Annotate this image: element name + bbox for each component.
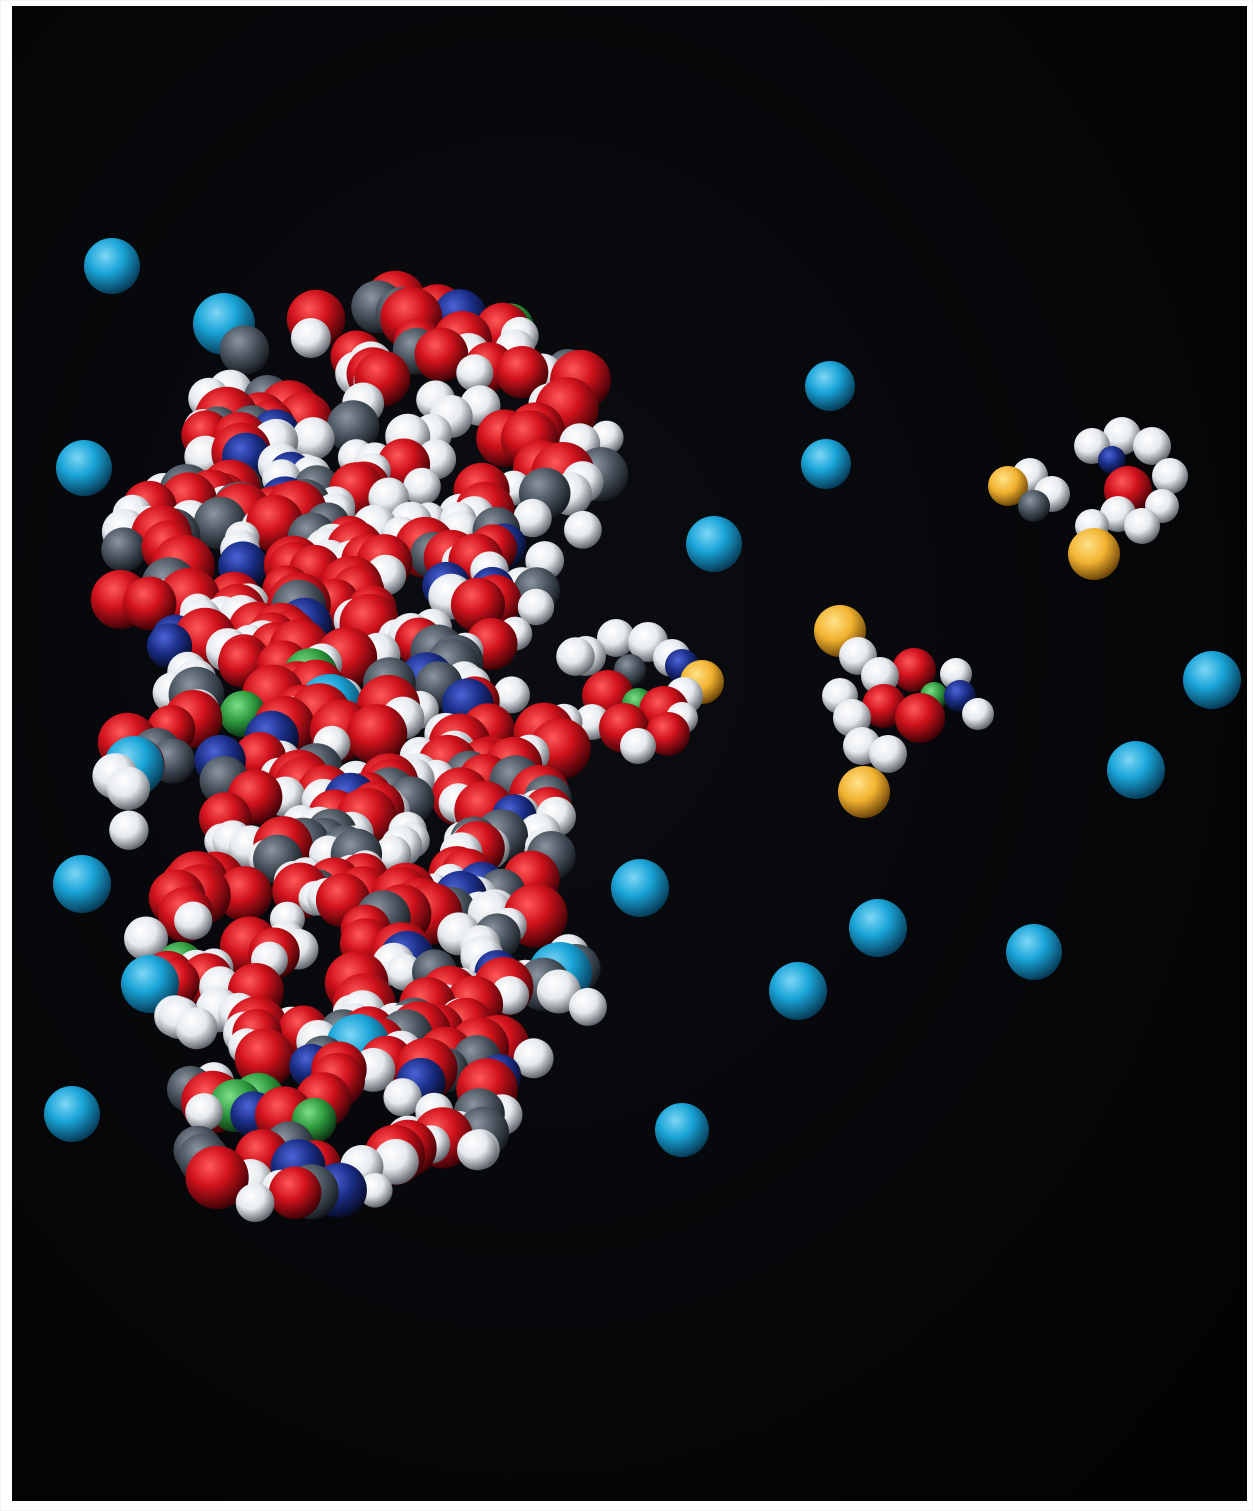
- sodium-ion: [1107, 741, 1165, 799]
- oxygen-atom: [646, 712, 690, 756]
- hydrogen-atom: [174, 901, 213, 940]
- hydrogen-atom: [568, 987, 607, 1026]
- hydrogen-atom: [1133, 427, 1171, 465]
- hydrogen-atom: [1103, 417, 1141, 455]
- oxygen-atom: [216, 866, 273, 922]
- hydrogen-atom: [620, 728, 656, 764]
- oxygen-atom: [268, 1166, 322, 1220]
- sulfur-atom: [1068, 528, 1120, 580]
- carbon-atom: [326, 400, 380, 453]
- hydrogen-atom: [290, 318, 331, 358]
- hydrogen-atom: [513, 1038, 554, 1079]
- sodium-ion: [1183, 651, 1241, 709]
- oxygen-atom: [495, 346, 549, 399]
- hydrogen-atom: [235, 1183, 275, 1223]
- sodium-ion: [1006, 924, 1062, 980]
- nitrogen-atom: [1098, 446, 1126, 474]
- hydrogen-atom: [175, 1007, 218, 1050]
- sodium-ion: [44, 1086, 100, 1142]
- sodium-ion: [84, 238, 140, 294]
- carbon-atom: [101, 527, 146, 572]
- oxygen-atom: [123, 576, 177, 630]
- hydrogen-atom: [513, 498, 552, 538]
- hydrogen-atom: [358, 1173, 393, 1208]
- hydrogen-atom: [1152, 458, 1188, 494]
- hydrogen-atom: [597, 619, 635, 657]
- sodium-ion: [53, 855, 111, 913]
- hydrogen-atom: [457, 1129, 498, 1171]
- sodium-ion: [769, 962, 827, 1020]
- sodium-ion: [686, 516, 742, 572]
- hydrogen-atom: [373, 1139, 419, 1185]
- sulfur-atom: [838, 766, 890, 818]
- hydrogen-atom: [1124, 508, 1160, 544]
- hydrogen-atom: [456, 354, 494, 392]
- hydrogen-atom: [869, 735, 907, 773]
- hydrogen-atom: [517, 588, 555, 626]
- sodium-ion: [655, 1103, 709, 1157]
- carbon-atom: [1018, 490, 1050, 522]
- sodium-ion: [801, 439, 851, 489]
- sulfur-atom: [988, 466, 1028, 506]
- hydrogen-atom: [556, 637, 595, 676]
- hydrogen-atom: [383, 1078, 422, 1117]
- hydrogen-atom: [962, 698, 994, 730]
- sodium-ion: [805, 361, 855, 411]
- oxygen-atom: [892, 648, 936, 692]
- photo-frame: [12, 6, 1247, 1501]
- oxygen-atom: [185, 1145, 249, 1210]
- oxygen-atom: [414, 327, 469, 382]
- oxygen-atom: [862, 684, 906, 728]
- hydrogen-atom: [124, 916, 168, 961]
- oxygen-atom: [346, 704, 408, 765]
- hydrogen-atom: [109, 810, 149, 850]
- atoms-group: [44, 238, 1241, 1223]
- sodium-ion: [56, 440, 112, 496]
- hydrogen-atom: [493, 676, 530, 714]
- hydrogen-atom: [185, 1093, 224, 1131]
- hydrogen-atom: [403, 467, 441, 506]
- hydrogen-atom: [564, 510, 602, 549]
- hydrogen-atom: [291, 417, 335, 461]
- sodium-ion: [849, 899, 907, 957]
- oxygen-atom: [895, 693, 945, 743]
- oxygen-atom: [234, 1028, 295, 1089]
- hydrogen-atom: [106, 766, 151, 811]
- molecule-model-photo: [12, 6, 1247, 1501]
- carbon-atom: [219, 325, 270, 375]
- sodium-ion: [611, 859, 669, 917]
